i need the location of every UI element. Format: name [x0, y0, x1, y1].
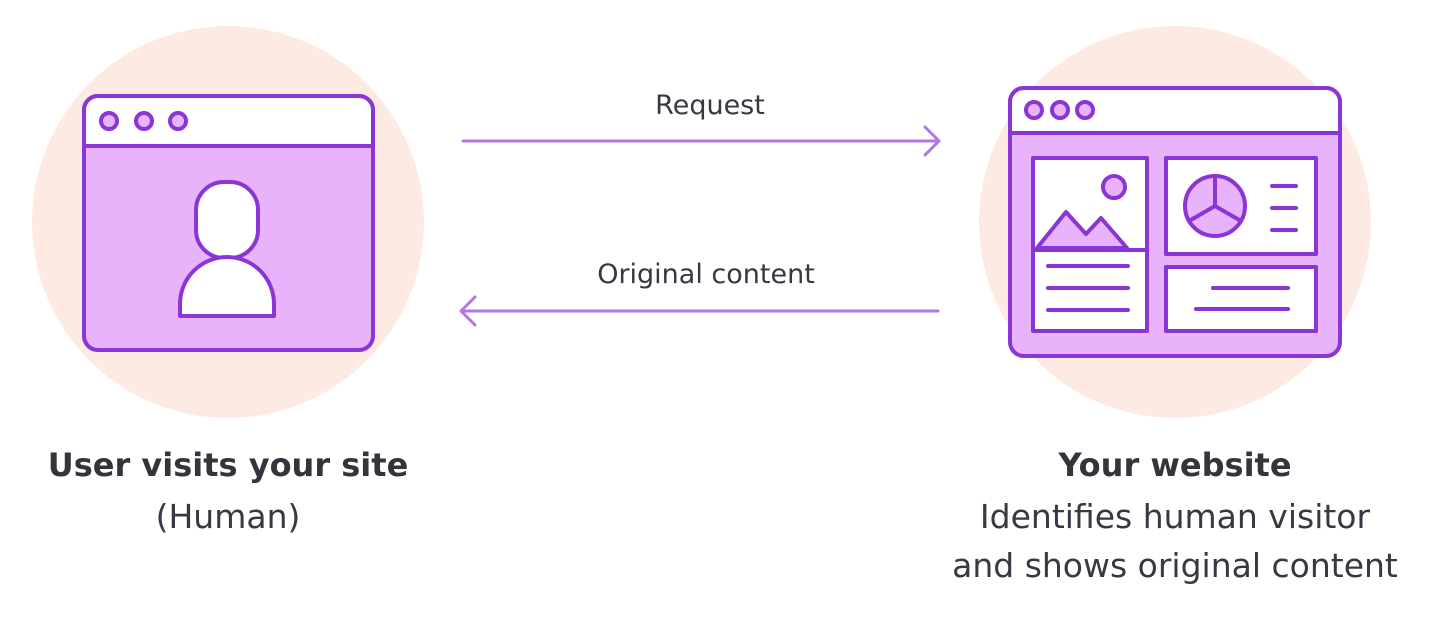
website-browser-window-icon [1008, 86, 1342, 358]
user-browser-window-icon [82, 94, 375, 352]
website-caption-line1: Identifies human visitor [979, 497, 1371, 536]
request-label: Request [655, 90, 765, 121]
original-content-label: Original content [597, 259, 815, 290]
person-icon [178, 180, 276, 318]
response-arrow [459, 295, 940, 327]
pie-chart-card-icon [1164, 156, 1318, 256]
website-caption-title: Your website [1058, 446, 1292, 484]
user-caption-subtitle: (Human) [155, 497, 301, 536]
user-caption-title: User visits your site [47, 446, 409, 484]
request-arrow [461, 125, 941, 157]
website-caption-line2: and shows original content [952, 546, 1398, 585]
text-card-icon [1164, 265, 1318, 333]
image-card-icon [1031, 156, 1149, 333]
